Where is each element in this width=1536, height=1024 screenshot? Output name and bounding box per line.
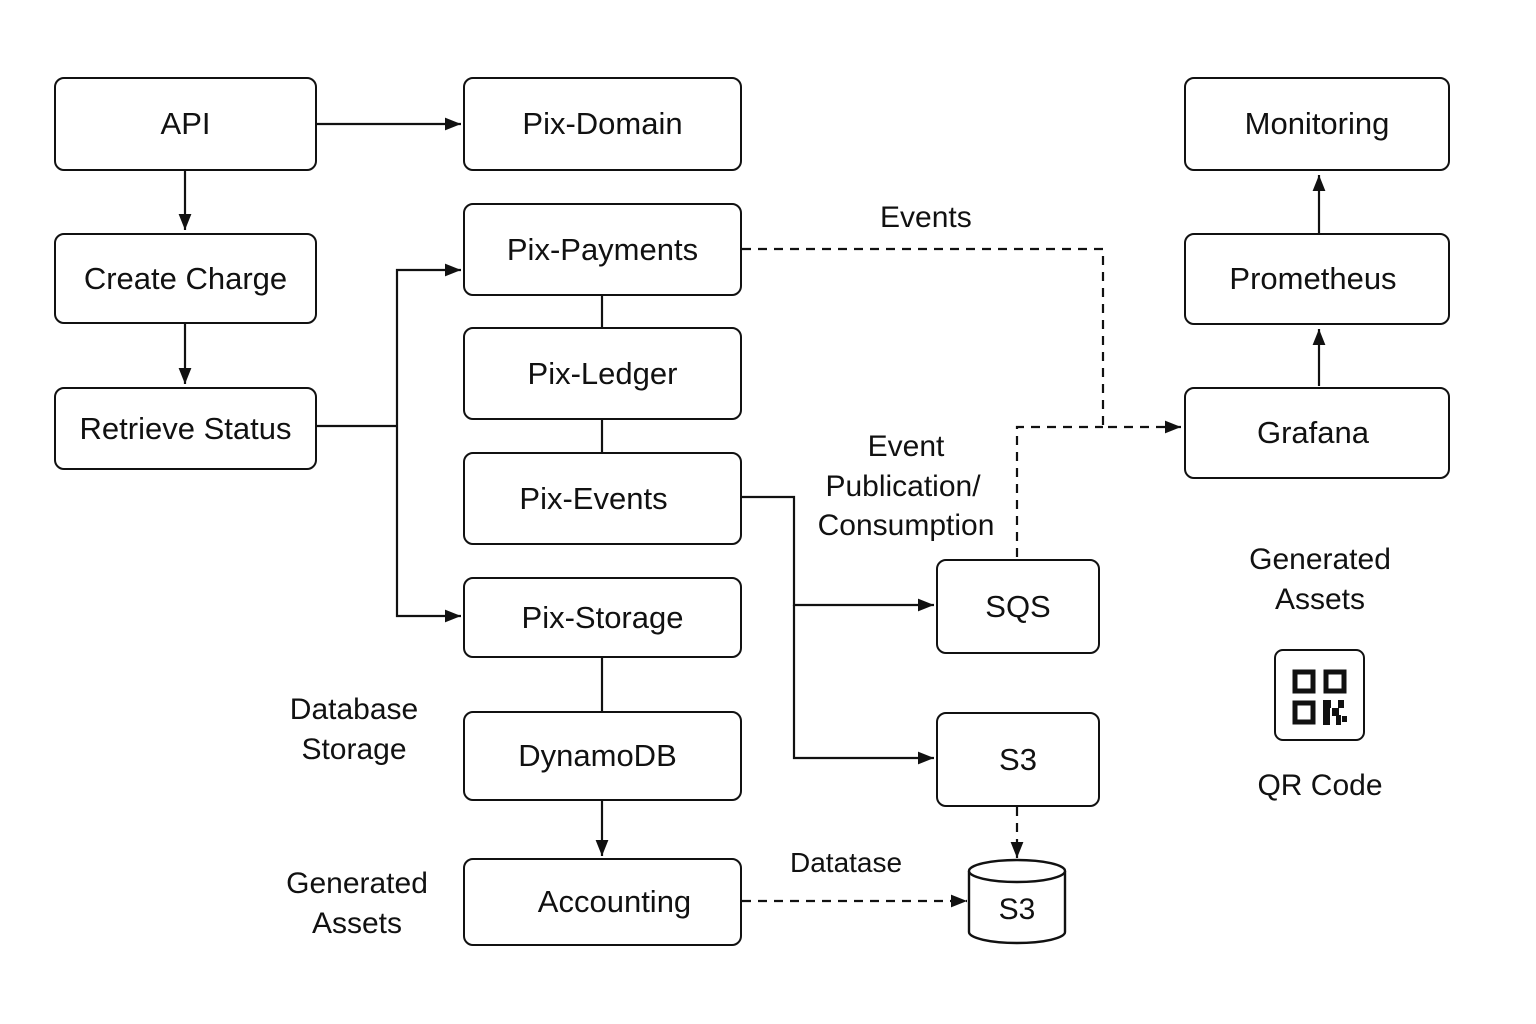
node-s3-store-label[interactable]: S3	[998, 893, 1036, 926]
edge-payments-events-dashed	[742, 247, 1181, 434]
node-pix-storage-label: Pix-Storage	[521, 599, 684, 635]
node-prometheus[interactable]: Prometheus	[1184, 233, 1450, 325]
label-database-storage: Database Storage	[274, 690, 434, 769]
label-generated-assets-left-line1: Generated	[286, 867, 428, 900]
node-create-charge-label: Create Charge	[83, 260, 288, 296]
edge-events-to-sqs	[742, 495, 934, 612]
label-event-publication-line2: Publication/	[825, 469, 981, 503]
node-dynamodb[interactable]: DynamoDB	[463, 711, 742, 801]
label-datatase: Datatase	[790, 847, 903, 878]
node-sqs-label: SQS	[985, 588, 1051, 624]
s3-cylinder-icon	[967, 858, 1067, 945]
node-pix-storage[interactable]: Pix-Storage	[463, 577, 742, 658]
node-pix-ledger[interactable]: Pix-Ledger	[463, 327, 742, 420]
node-create-charge[interactable]: Create Charge	[54, 233, 317, 324]
node-monitoring[interactable]: Monitoring	[1184, 77, 1450, 171]
node-monitoring-label: Monitoring	[1244, 106, 1390, 141]
node-retrieve-status-label: Retrieve Status	[79, 410, 292, 446]
node-s3-label: S3	[999, 741, 1037, 777]
label-event-publication-line1: Event	[867, 430, 945, 463]
qr-code-glyph	[1292, 669, 1347, 725]
label-generated-assets-left-line2: Assets	[311, 906, 403, 940]
edge-events-to-s3	[792, 605, 934, 765]
node-pix-events[interactable]: Pix-Events	[463, 452, 742, 545]
node-api[interactable]: API	[54, 77, 317, 171]
node-pix-events-label: Pix-Events	[519, 480, 668, 516]
node-grafana-label: Grafana	[1256, 415, 1369, 450]
label-event-publication: Event Publication/ Consumption	[806, 427, 1006, 546]
node-accounting[interactable]: Accounting	[463, 858, 742, 946]
node-s3[interactable]: S3	[936, 712, 1100, 807]
label-generated-assets-right-line1: Generated	[1249, 543, 1391, 576]
label-event-publication-line3: Consumption	[817, 509, 995, 543]
label-generated-assets-left: Generated Assets	[272, 864, 442, 943]
node-grafana[interactable]: Grafana	[1184, 387, 1450, 479]
node-pix-payments-label: Pix-Payments	[506, 231, 699, 267]
label-database-storage-line1: Database	[289, 693, 419, 726]
qr-code-icon	[1274, 649, 1365, 741]
label-generated-assets-right-line2: Assets	[1274, 582, 1366, 616]
label-qr-code: QR Code	[1257, 769, 1383, 802]
node-pix-payments[interactable]: Pix-Payments	[463, 203, 742, 296]
node-accounting-label: Accounting	[537, 884, 692, 919]
edge-to-pix-storage	[395, 426, 461, 623]
label-database-storage-line2: Storage	[301, 732, 407, 766]
node-pix-domain[interactable]: Pix-Domain	[463, 77, 742, 171]
edge-to-pix-payments	[395, 263, 461, 426]
label-events: Events	[880, 201, 972, 234]
label-generated-assets-right: Generated Assets	[1230, 540, 1410, 619]
edge-sqs-to-grafana-dashed	[1015, 425, 1103, 557]
node-pix-ledger-label: Pix-Ledger	[527, 355, 678, 391]
node-sqs[interactable]: SQS	[936, 559, 1100, 654]
node-prometheus-label: Prometheus	[1229, 261, 1397, 296]
node-pix-domain-label: Pix-Domain	[522, 106, 683, 141]
node-api-label: API	[160, 106, 211, 141]
node-retrieve-status[interactable]: Retrieve Status	[54, 387, 317, 470]
node-dynamodb-label: DynamoDB	[518, 738, 677, 773]
